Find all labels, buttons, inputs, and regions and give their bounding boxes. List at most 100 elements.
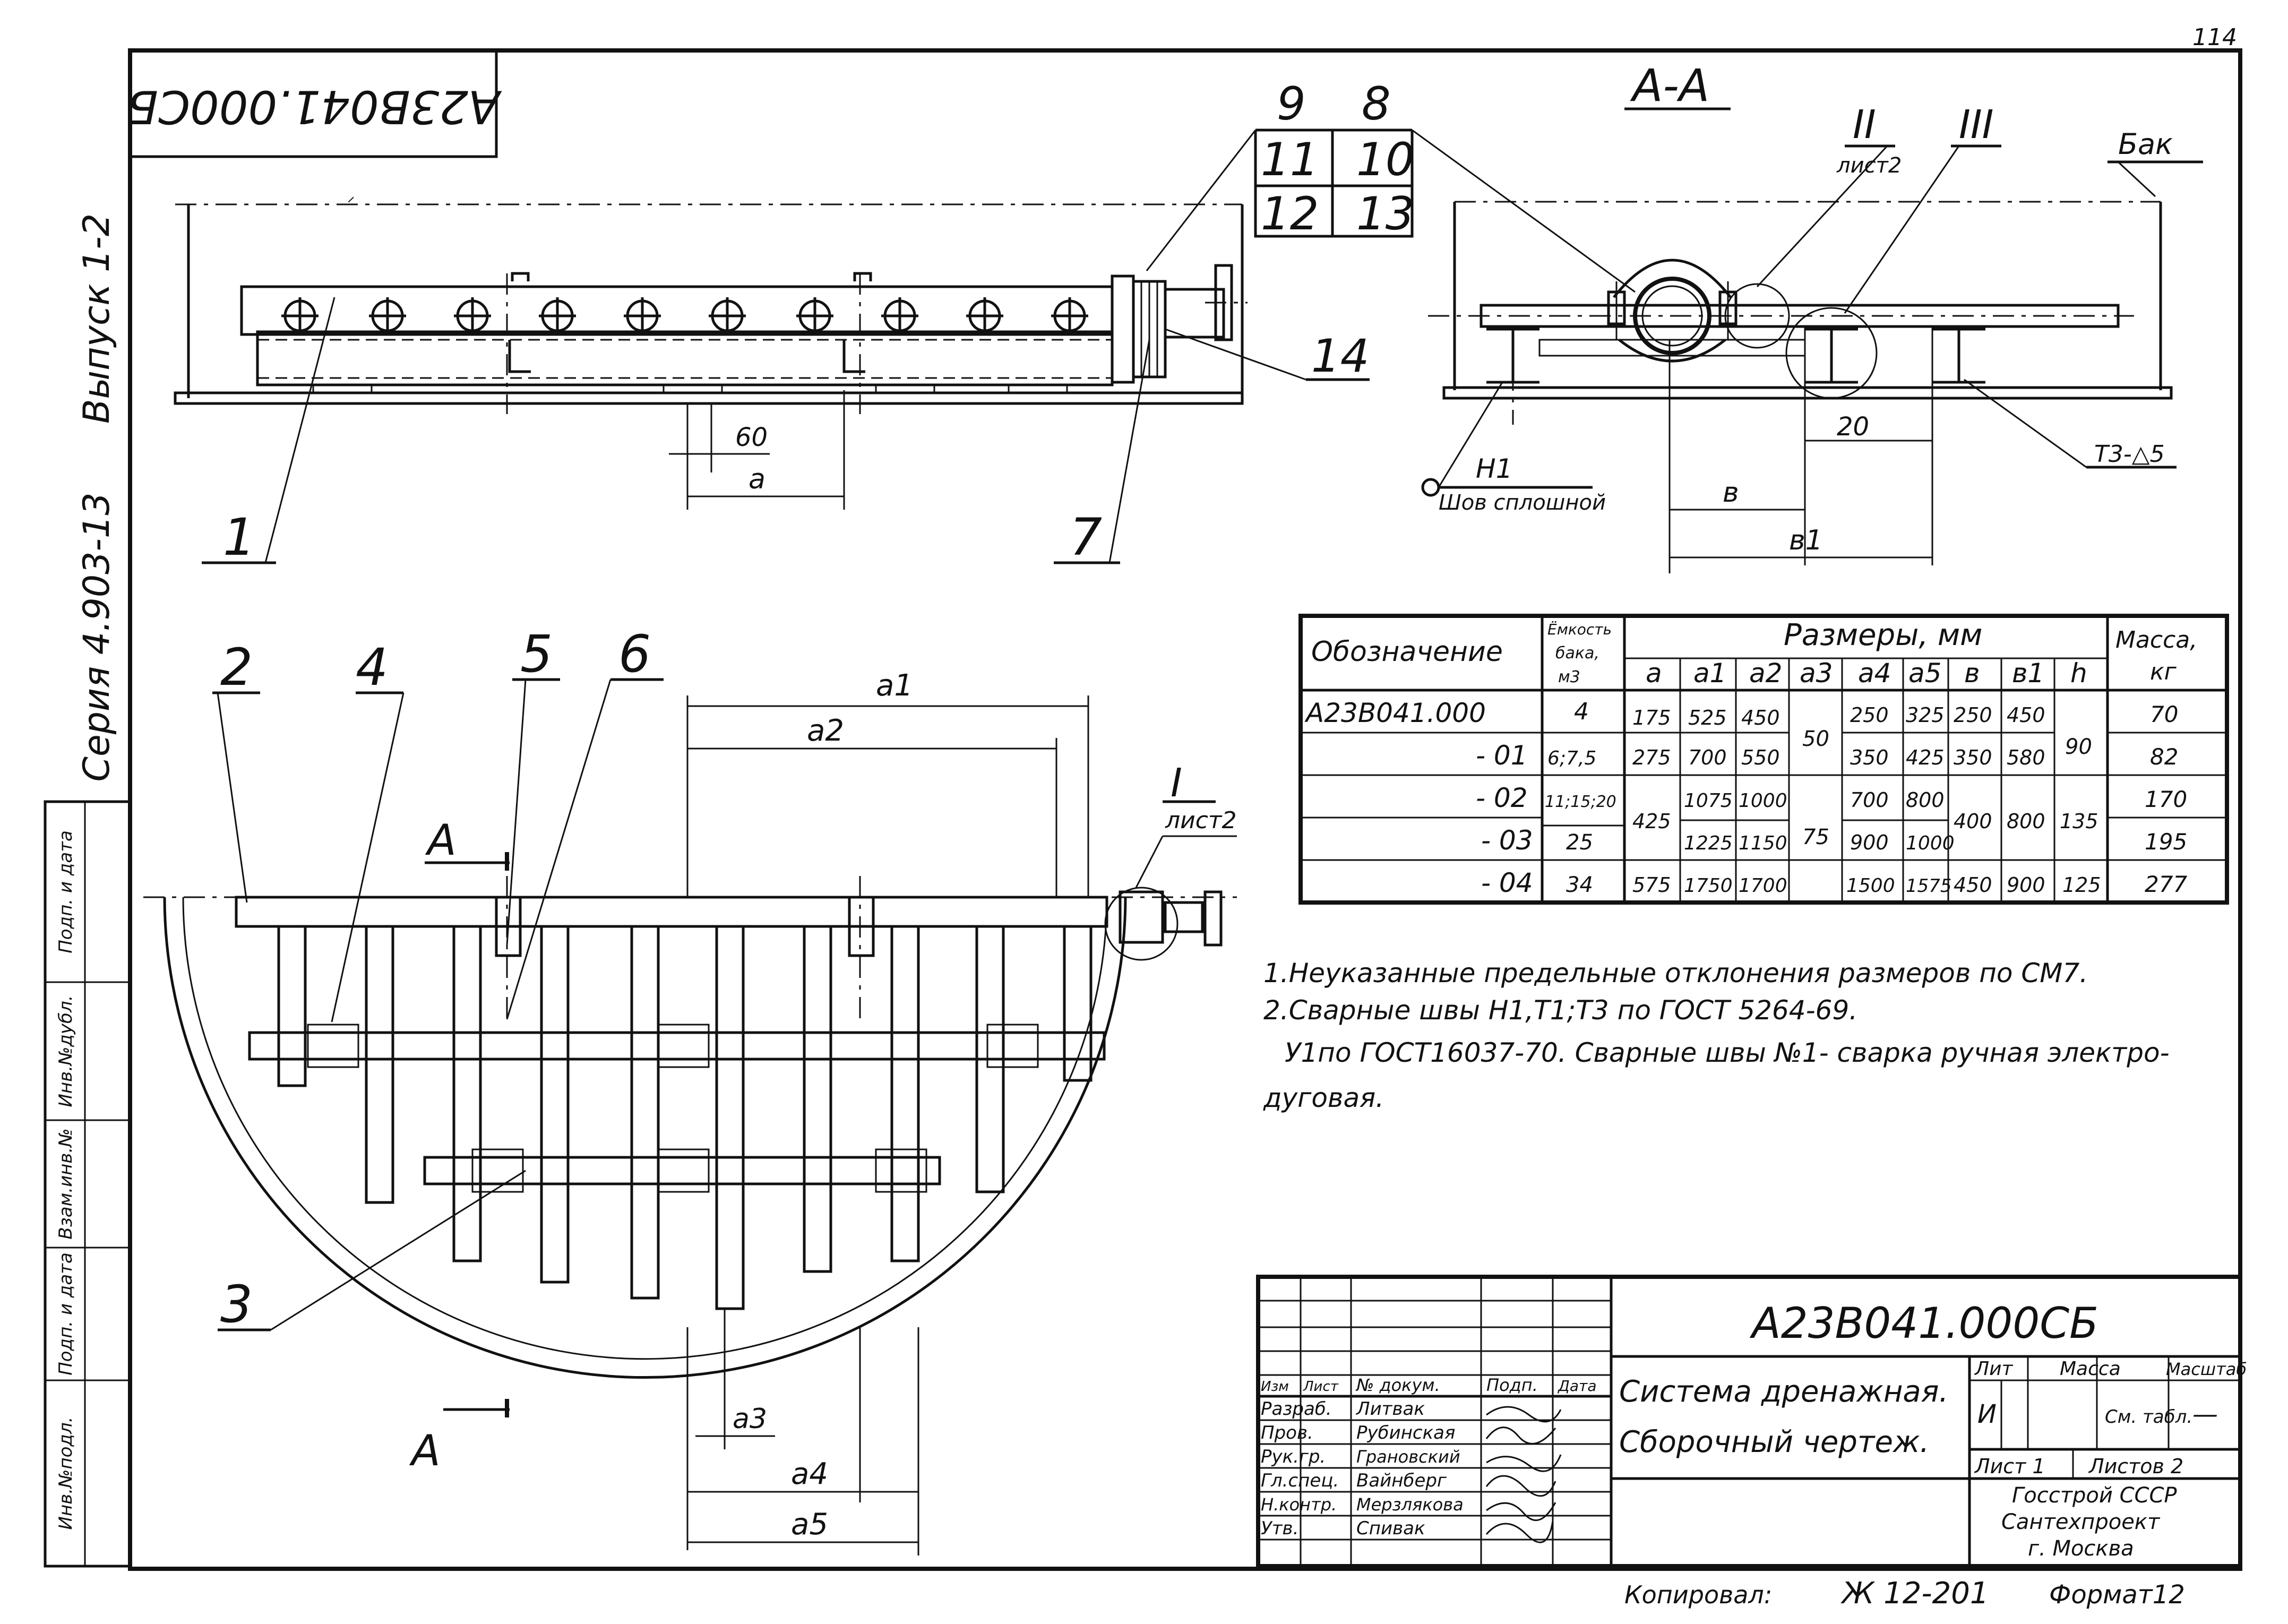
- section-label: А-А: [1630, 59, 1709, 111]
- row2-a2: 1000: [1739, 790, 1787, 812]
- row4-h: 125: [2062, 873, 2101, 897]
- row1-a5: 425: [1906, 746, 1945, 769]
- col-date: Дата: [1557, 1377, 1597, 1395]
- merged-b-mid: 400: [1954, 810, 1992, 833]
- row0-b: 250: [1954, 703, 1992, 727]
- callout-13: 13: [1356, 187, 1414, 240]
- side-stamp-podp-2: Подп. и дата: [55, 830, 76, 953]
- callout-7: 7: [1070, 508, 1102, 567]
- scale-header: Масштаб: [2166, 1359, 2247, 1379]
- title-name-2: Сборочный чертеж.: [1619, 1425, 1929, 1459]
- lit-value: И: [1977, 1399, 1997, 1429]
- name-3: Вайнберг: [1356, 1470, 1447, 1491]
- callout-1: 1: [223, 508, 255, 567]
- row4-mass: 277: [2145, 871, 2187, 897]
- subheader-a2: a2: [1749, 658, 1782, 689]
- row4-a1: 1750: [1684, 875, 1733, 897]
- dim-a2: a2: [807, 714, 844, 748]
- role-2: Рук.гр.: [1261, 1446, 1326, 1467]
- merged-a3-top: 50: [1802, 727, 1829, 751]
- front-view: 60 a ᐟ: [174, 194, 1248, 510]
- header-capacity-2: бака,: [1555, 644, 1599, 663]
- detail-ii-label: II: [1853, 102, 1876, 148]
- row3-a4: 900: [1850, 831, 1889, 854]
- name-5: Спивак: [1356, 1518, 1425, 1539]
- plan-view: I лист2 А А a1 a2 a3 a4 a5: [143, 668, 1237, 1556]
- dim-20: 20: [1837, 412, 1869, 442]
- row1-a: 275: [1632, 746, 1671, 769]
- callout-2: 2: [220, 638, 253, 697]
- row0-mass: 70: [2150, 701, 2178, 727]
- row1-b1: 580: [2007, 746, 2045, 769]
- header-capacity-1: Ёмкость: [1547, 621, 1612, 638]
- detail-i-ref: лист2: [1165, 807, 1237, 834]
- callout-11: 11: [1261, 133, 1319, 186]
- dim-a: a: [749, 463, 765, 495]
- callout-6: 6: [618, 624, 651, 684]
- subheader-a: a: [1646, 658, 1662, 689]
- subheader-h: h: [2070, 658, 2087, 689]
- sheet-number: Лист 1: [1974, 1455, 2045, 1478]
- signatures: [1485, 1406, 1562, 1543]
- merged-b1-mid: 800: [2007, 810, 2045, 833]
- callout-4: 4: [356, 638, 388, 697]
- weld-h1: Н1: [1476, 453, 1512, 484]
- issue-label: Выпуск 1-2: [76, 213, 118, 424]
- section-mark-a-top: А: [425, 815, 457, 865]
- row1-b: 350: [1954, 746, 1992, 769]
- page-number: 114: [2192, 24, 2237, 51]
- callout-3: 3: [220, 1275, 253, 1334]
- row0-capacity: 4: [1574, 698, 1589, 725]
- col-sign: Подп.: [1486, 1375, 1538, 1395]
- subheader-b1: в1: [2012, 658, 2044, 689]
- note-4: дуговая.: [1263, 1082, 1384, 1113]
- row2-designation: - 02: [1476, 783, 1528, 813]
- row0-designation: А23В041.000: [1304, 698, 1486, 728]
- callout-5: 5: [520, 624, 553, 684]
- dim-a1: a1: [876, 668, 913, 703]
- section-a-a: А-А Бак II лист2: [1421, 59, 2203, 573]
- notes: 1.Неуказанные предельные отклонения разм…: [1263, 958, 2170, 1113]
- dim-a5: a5: [791, 1507, 828, 1542]
- role-0: Разраб.: [1261, 1398, 1332, 1420]
- name-1: Рубинская: [1356, 1422, 1455, 1443]
- row2-a1: 1075: [1684, 790, 1733, 812]
- header-mass-1: Масса,: [2115, 626, 2197, 654]
- dim-a4: a4: [791, 1457, 828, 1491]
- dim-b1: в1: [1789, 525, 1823, 556]
- row4-b: 450: [1954, 873, 1992, 897]
- subheader-b: в: [1964, 658, 1980, 689]
- row1-a2: 550: [1741, 746, 1780, 769]
- col-izm: Изм: [1261, 1379, 1289, 1395]
- title-name-1: Система дренажная.: [1619, 1374, 1948, 1409]
- row4-a: 575: [1632, 873, 1671, 897]
- row0-a: 175: [1632, 706, 1671, 729]
- note-2: 2.Сварные швы Н1,Т1;Т3 по ГОСТ 5264-69.: [1263, 995, 1857, 1026]
- row3-capacity: 25: [1566, 830, 1593, 855]
- callout-10: 10: [1356, 133, 1414, 186]
- row4-a2: 1700: [1739, 875, 1787, 897]
- row2-a5: 800: [1906, 788, 1945, 812]
- mass-header: Масса: [2060, 1358, 2121, 1380]
- org-line-2: Сантехпроект: [2001, 1510, 2161, 1534]
- weld-t3: Т3-△5: [2094, 441, 2165, 468]
- detail-i-label: I: [1171, 760, 1182, 806]
- section-mark-a-bottom: А: [409, 1426, 441, 1475]
- title-code: А23В041.000СБ: [1749, 1299, 2098, 1348]
- side-stamp-inv-podl: Инв.№подл.: [55, 1417, 76, 1530]
- row0-a5: 325: [1906, 703, 1945, 727]
- row1-mass: 82: [2150, 744, 2178, 770]
- footer-copied: Копировал:: [1624, 1580, 1772, 1609]
- row1-a1: 700: [1688, 746, 1727, 769]
- note-1: 1.Неуказанные предельные отклонения разм…: [1263, 958, 2088, 989]
- footer-copier-id: Ж 12-201: [1840, 1576, 1989, 1611]
- lit-header: Лит: [1974, 1358, 2013, 1380]
- title-block: Изм Лист № докум. Подп. Дата Разраб. Лит…: [1256, 1275, 2247, 1568]
- row2-capacity: 11;15;20: [1545, 793, 1616, 811]
- row3-designation: - 03: [1481, 825, 1533, 856]
- row2-mass: 170: [2145, 786, 2187, 812]
- role-5: Утв.: [1261, 1518, 1298, 1539]
- row0-a1: 525: [1688, 706, 1727, 729]
- dimension-table: Обозначение Ёмкость бака, м3 Размеры, мм…: [1298, 614, 2229, 905]
